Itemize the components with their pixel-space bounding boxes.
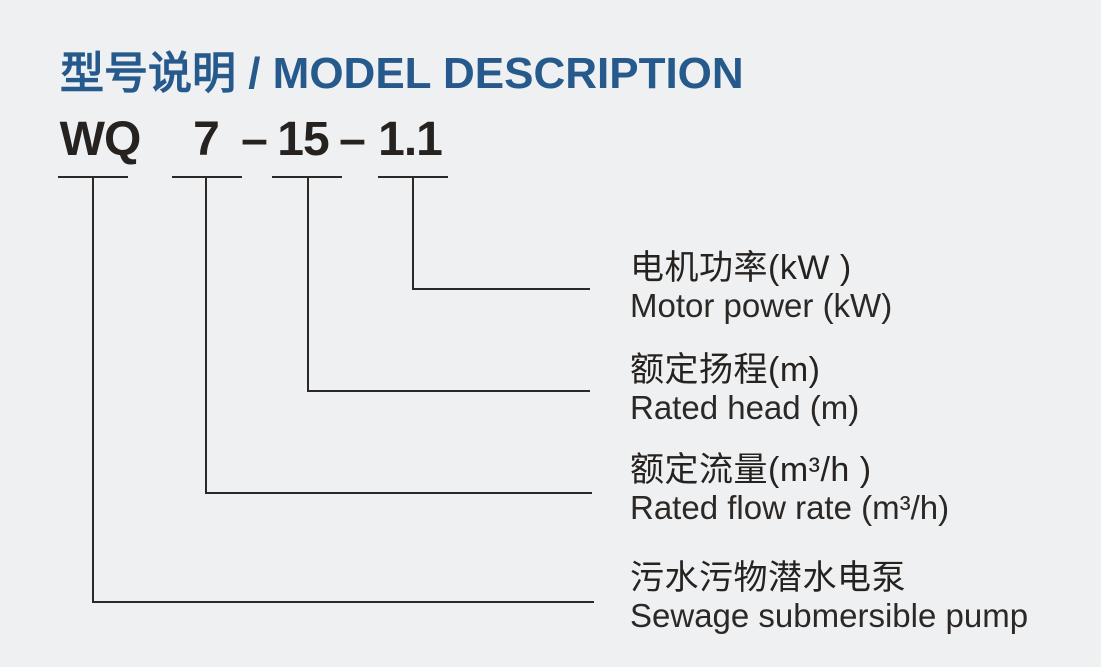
leader-horizontal-series [92, 601, 594, 603]
leader-horizontal-flow [205, 492, 592, 494]
leader-vertical-flow [205, 176, 207, 494]
label-rated-flow: 额定流量(m³/h ) Rated flow rate (m³/h) [630, 451, 949, 526]
label-pump-type-en: Sewage submersible pump [630, 597, 1029, 634]
dash-separator: – [241, 113, 268, 166]
model-segment-head: 15 [277, 113, 329, 166]
page-title: 型号说明 / MODEL DESCRIPTION [60, 49, 744, 98]
leader-horizontal-power [412, 288, 590, 290]
label-pump-type: 污水污物潜水电泵 Sewage submersible pump [630, 559, 1028, 634]
label-motor-power-zh: 电机功率(kW ) [630, 249, 852, 287]
label-motor-power: 电机功率(kW ) Motor power (kW) [630, 249, 892, 324]
leader-vertical-series [92, 176, 94, 603]
label-rated-flow-zh: 额定流量(m³/h ) [630, 451, 872, 489]
underline-flow [172, 176, 242, 178]
model-segment-series: WQ [59, 113, 142, 166]
leader-horizontal-head [307, 390, 590, 392]
model-segment-flow: 7 [193, 113, 220, 166]
model-segment-power: 1.1 [378, 113, 443, 166]
label-motor-power-en: Motor power (kW) [630, 287, 893, 324]
dash-separator: – [339, 113, 366, 166]
label-pump-type-zh: 污水污物潜水电泵 [630, 559, 906, 597]
label-rated-head-en: Rated head (m) [630, 389, 860, 426]
label-rated-head: 额定扬程(m) Rated head (m) [630, 351, 859, 426]
leader-vertical-power [412, 176, 414, 290]
leader-vertical-head [307, 176, 309, 392]
label-rated-head-zh: 额定扬程(m) [630, 351, 821, 389]
label-rated-flow-en: Rated flow rate (m³/h) [630, 489, 950, 526]
